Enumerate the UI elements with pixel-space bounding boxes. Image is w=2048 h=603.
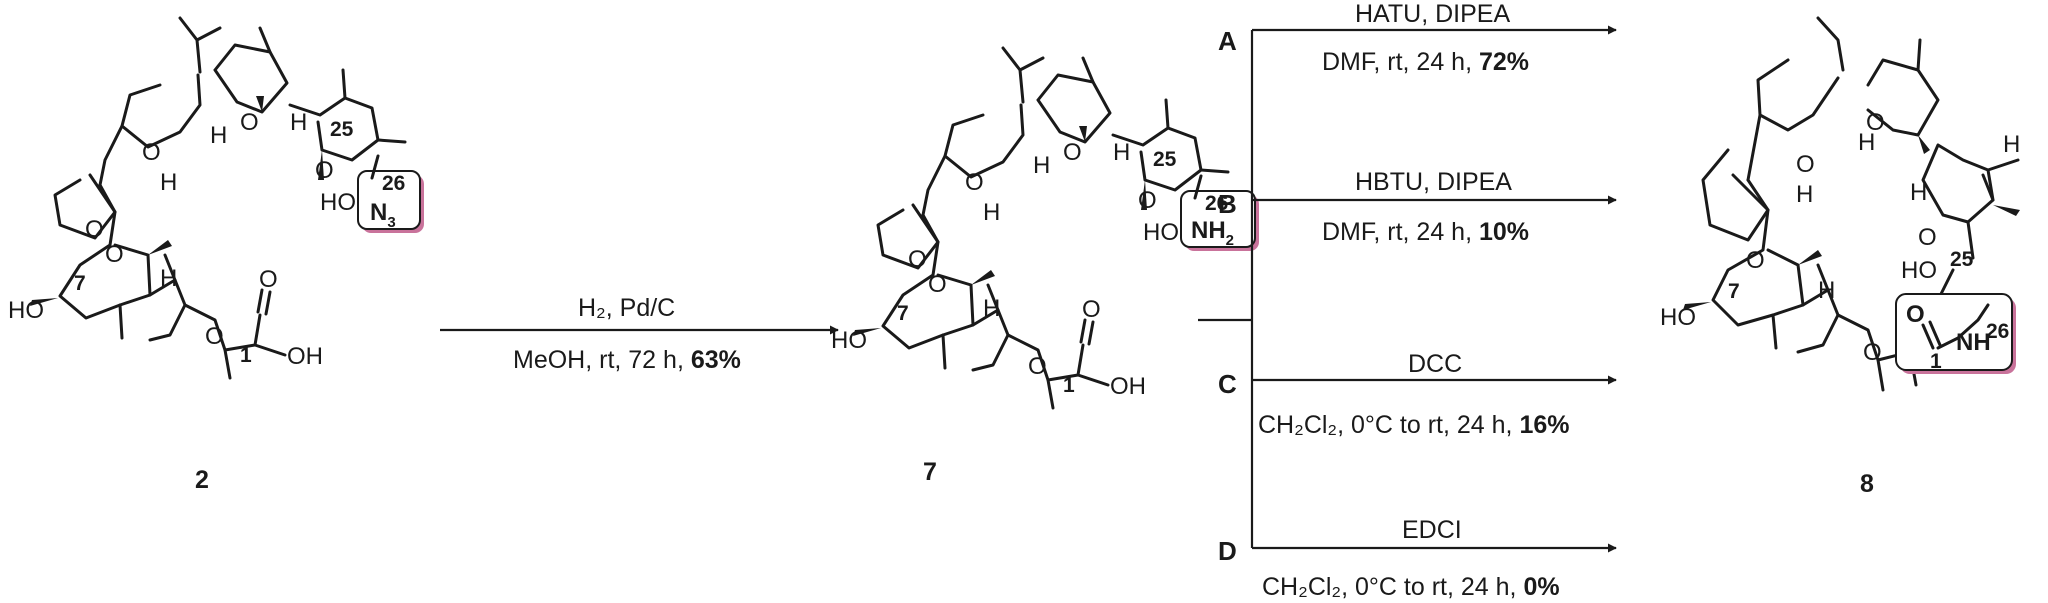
compound-2-azide-group: N3 — [370, 199, 396, 231]
compound-8-ring-oxygen-2: O — [1866, 109, 1885, 136]
compound-7-label: 7 — [923, 458, 937, 486]
compound-8-c7-label: 7 — [1728, 280, 1740, 303]
compound-2-acid-oxygen: O — [205, 323, 224, 350]
compound-8-hydrogen-5: H — [1818, 277, 1835, 304]
compound-8-ring-oxygen-4: O — [1918, 224, 1937, 251]
compound-2-hydrogen-4: H — [160, 265, 177, 292]
compound-7-c1-label: 1 — [1063, 374, 1075, 397]
compound-8-ring-oxygen-3: O — [1746, 247, 1765, 274]
step-1-reagents: H₂, Pd/C — [578, 294, 675, 322]
compound-7-ring-oxygen-4: O — [928, 271, 947, 298]
compound-7-hydrogen-2: H — [1033, 152, 1050, 179]
compound-2-hydroxyl: HO — [8, 297, 44, 324]
route-b-reagents: HBTU, DIPEA — [1355, 168, 1512, 196]
compound-2-c1-label: 1 — [240, 344, 252, 367]
route-a-conditions: DMF, rt, 24 h, 72% — [1322, 48, 1529, 76]
compound-7-structure: O O O O O H H H H HO HO O OH O 7 25 1 26… — [831, 46, 1259, 486]
compound-2-acid-oh: OH — [287, 343, 323, 370]
route-d-reagents: EDCI — [1402, 516, 1462, 544]
route-a-label: A — [1218, 26, 1237, 56]
compound-7-hydrogen-4: H — [983, 295, 1000, 322]
compound-7-amine-group: NH2 — [1191, 217, 1234, 249]
compound-2-ring-oxygen-2: O — [240, 109, 259, 136]
compound-7-hydroxyl: HO — [831, 327, 867, 354]
compound-8-c26-label: 26 — [1986, 320, 2009, 343]
compound-8-hydrogen-3: H — [2003, 131, 2020, 158]
compound-7-acid-oh: OH — [1110, 373, 1146, 400]
compound-2-ring-oxygen-1: O — [142, 139, 161, 166]
compound-8-hydroxyl-25: HO — [1901, 257, 1937, 284]
compound-7-ring-oxygen-5: O — [1138, 187, 1157, 214]
compound-2-azide-highlight — [357, 170, 421, 230]
route-c-reagents: DCC — [1408, 350, 1462, 378]
compound-8-amide-nh: NH — [1956, 329, 1991, 356]
route-b-conditions: DMF, rt, 24 h, 10% — [1322, 218, 1529, 246]
compound-8-methoxy-oxygen: O — [1863, 339, 1882, 366]
compound-7-amine-highlight — [1180, 190, 1256, 248]
compound-2-c26-label: 26 — [382, 172, 405, 195]
compound-2-hydrogen-1: H — [160, 169, 177, 196]
compound-8-structure: O O O O O H H H H H HO HO 7 25 O NH 1 26… — [1660, 16, 2020, 498]
step-1-conditions: MeOH, rt, 72 h, 63% — [513, 346, 741, 374]
compound-2-c7-label: 7 — [74, 272, 86, 295]
compound-7-ring-oxygen-1: O — [965, 169, 984, 196]
compound-7-ring-oxygen-2: O — [1063, 139, 1082, 166]
compound-2-ring-oxygen-5: O — [315, 157, 334, 184]
compound-2-ring-oxygen-3: O — [85, 216, 104, 243]
compound-8-hydrogen-2: H — [1858, 129, 1875, 156]
compound-8-carbonyl-oxygen: O — [1906, 301, 1925, 328]
compound-8-ring-oxygen-1: O — [1796, 151, 1815, 178]
route-d-label: D — [1218, 536, 1237, 566]
route-c-label: C — [1218, 369, 1237, 399]
compound-2-hydrogen-2: H — [210, 122, 227, 149]
compound-2-carbonyl-oxygen: O — [259, 266, 278, 293]
step-1-arrow-group: H₂, Pd/C MeOH, rt, 72 h, 63% — [440, 294, 839, 374]
compound-8-c25-label: 25 — [1950, 248, 1974, 271]
route-a-reagents: HATU, DIPEA — [1355, 0, 1510, 28]
coupling-conditions: A HATU, DIPEA DMF, rt, 24 h, 72% B HBTU,… — [1198, 0, 1617, 601]
compound-7-hydroxyl-25: HO — [1143, 219, 1179, 246]
compound-2-hydroxyl-25: HO — [320, 189, 356, 216]
compound-2-c25-label: 25 — [330, 118, 354, 141]
compound-7-carbonyl-oxygen: O — [1082, 296, 1101, 323]
compound-8-label: 8 — [1860, 470, 1874, 498]
compound-8-hydroxyl: HO — [1660, 304, 1696, 331]
route-d-conditions: CH₂Cl₂, 0°C to rt, 24 h, 0% — [1262, 573, 1560, 601]
compound-8-hydrogen-1: H — [1796, 181, 1813, 208]
compound-8-hydrogen-4: H — [1910, 179, 1927, 206]
compound-2-label: 2 — [195, 466, 209, 494]
compound-2-ring-oxygen-4: O — [105, 241, 124, 268]
compound-7-acid-oxygen: O — [1028, 353, 1047, 380]
compound-2-hydrogen-3: H — [290, 109, 307, 136]
compound-7-c7-label: 7 — [897, 302, 909, 325]
compound-2-structure: O O O O O H H H H HO HO O OH O 7 25 1 26… — [8, 16, 424, 494]
compound-7-c26-label: 26 — [1205, 192, 1228, 215]
compound-7-ring-oxygen-3: O — [908, 246, 927, 273]
compound-7-c25-label: 25 — [1153, 148, 1177, 171]
route-b-label: B — [1218, 189, 1237, 219]
route-c-conditions: CH₂Cl₂, 0°C to rt, 24 h, 16% — [1258, 411, 1569, 439]
compound-7-hydrogen-1: H — [983, 199, 1000, 226]
compound-8-c1-label: 1 — [1930, 350, 1942, 373]
compound-7-hydrogen-3: H — [1113, 139, 1130, 166]
